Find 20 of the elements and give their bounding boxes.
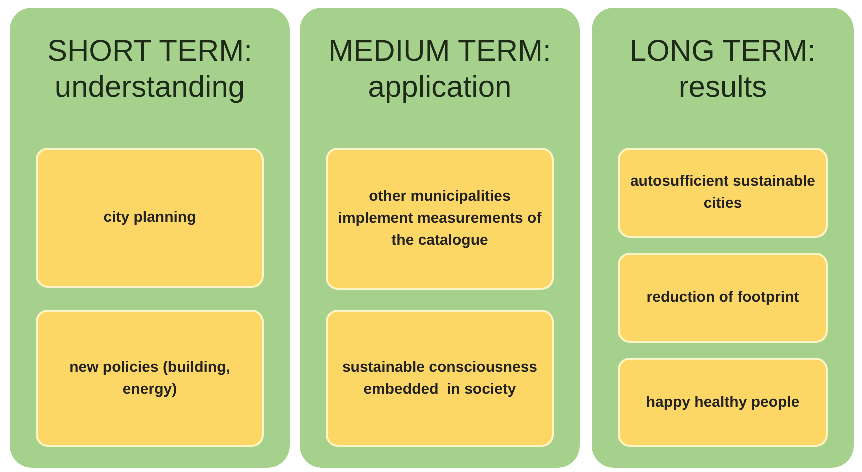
- outcome-text: city planning: [104, 208, 196, 228]
- outcome-text: new policies (building, energy): [68, 358, 232, 400]
- outcome-box: [618, 358, 828, 447]
- outcome-text: happy healthy people: [646, 392, 800, 412]
- outcome-box: [36, 148, 264, 288]
- outcome-box: [618, 148, 828, 238]
- outcome-box: [618, 253, 828, 343]
- outcome-text: autosufficient sustainable cities: [629, 172, 817, 214]
- outcome-text: reduction of footprint: [646, 288, 800, 308]
- stage-panel: [10, 8, 290, 468]
- outcome-box: [326, 148, 554, 290]
- outcome-text: sustainable consciousness embedded in society: [341, 358, 539, 400]
- stage-panel: [592, 8, 854, 468]
- stage-heading: SHORT TERM: understanding: [46, 34, 254, 106]
- stage-heading: LONG TERM: results: [628, 34, 818, 106]
- stage-heading: MEDIUM TERM: application: [328, 34, 552, 106]
- stage-panel: [300, 8, 580, 468]
- outcome-text: other municipalities implement measurements of the catalogue: [337, 187, 543, 251]
- outcome-box: [326, 310, 554, 447]
- outcome-box: [36, 310, 264, 447]
